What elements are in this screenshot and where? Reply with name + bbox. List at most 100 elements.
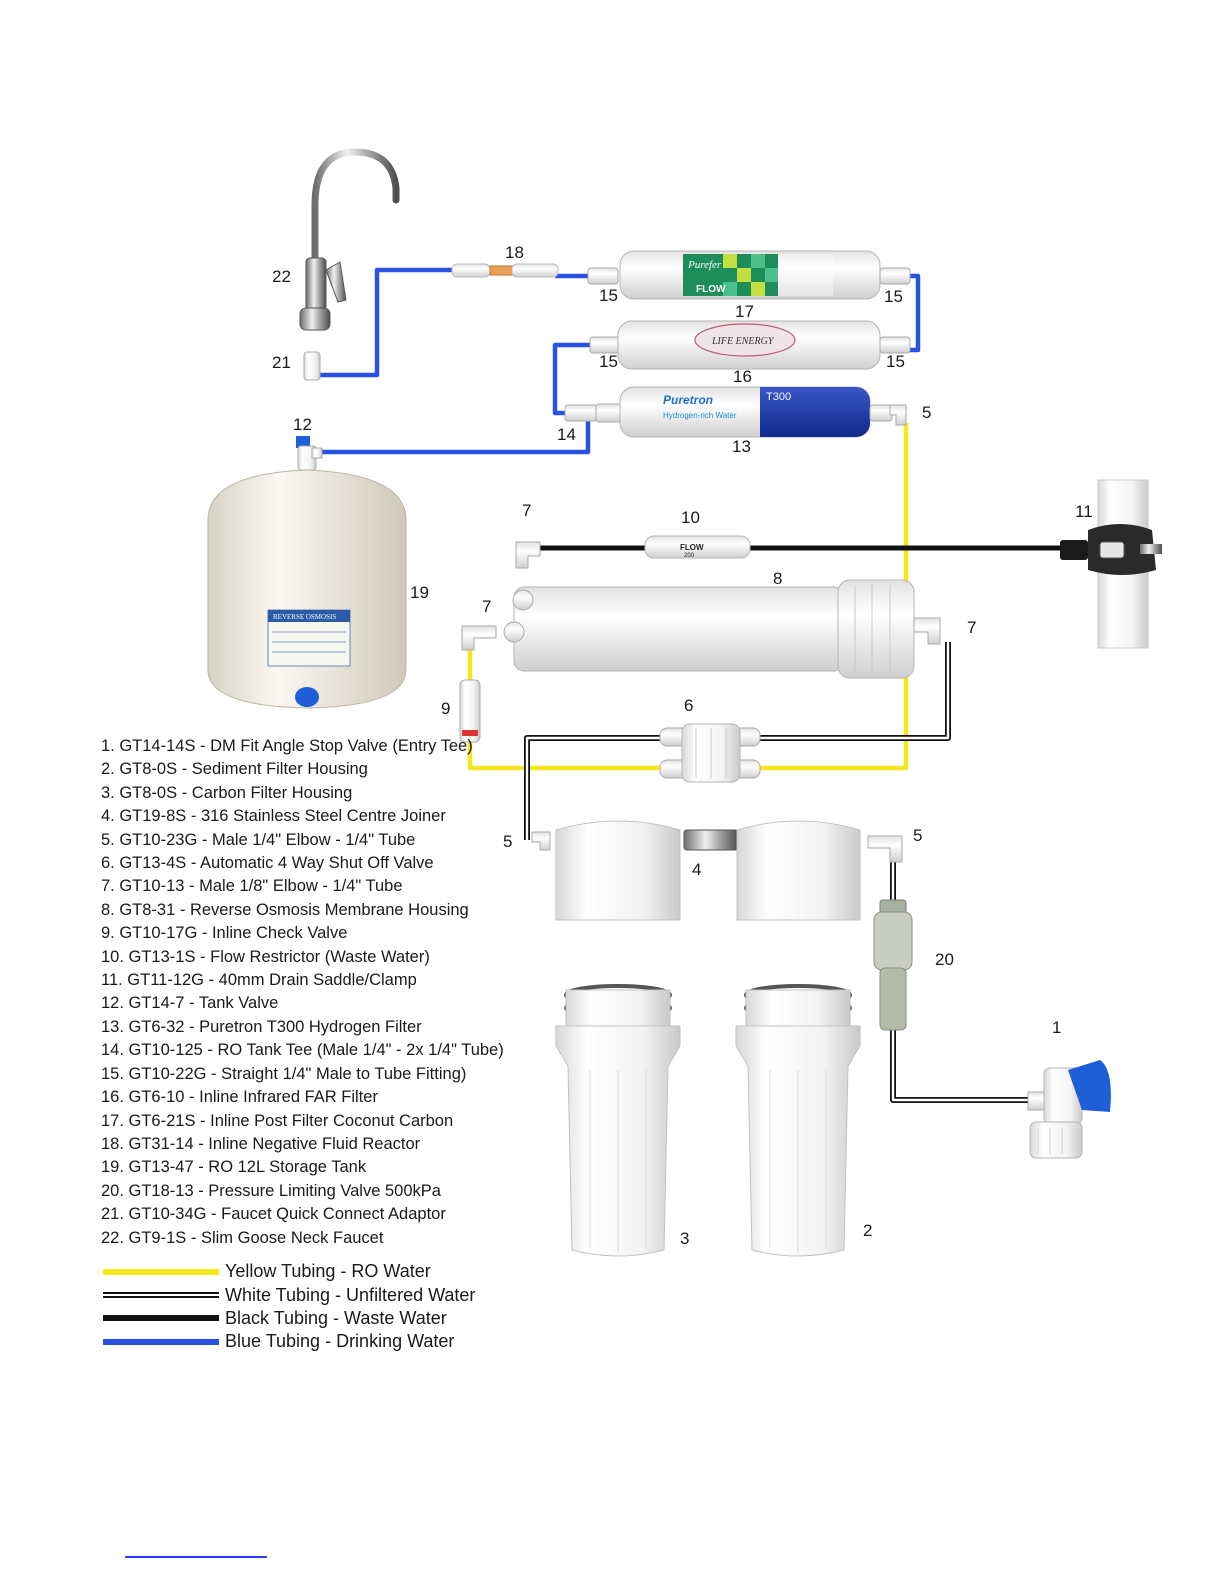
flow-restrictor: FLOW 200 <box>515 535 751 569</box>
tube-faucet-to-reactor <box>317 267 455 378</box>
tank-label: REVERSE OSMOSIS <box>273 613 336 621</box>
parts-list-item: 15. GT10-22G - Straight 1/4" Male to Tub… <box>101 1064 467 1083</box>
carbon-filter-housing <box>555 984 681 1257</box>
callout-13: 13 <box>732 437 751 456</box>
tube-filter16-to-tee <box>552 342 593 416</box>
legend-label: Black Tubing - Waste Water <box>225 1307 447 1328</box>
callout-7-a: 7 <box>522 501 531 520</box>
parts-list-item: 20. GT18-13 - Pressure Limiting Valve 50… <box>101 1181 441 1200</box>
legend-label: Blue Tubing - Drinking Water <box>225 1331 455 1352</box>
callout-14: 14 <box>557 425 576 444</box>
callout-20: 20 <box>935 950 954 969</box>
footer-link-rule <box>125 1556 267 1558</box>
filter-cap-right <box>736 820 903 921</box>
callout-21: 21 <box>272 353 291 372</box>
parts-list-item: 14. GT10-125 - RO Tank Tee (Male 1/4" - … <box>101 1041 504 1060</box>
callout-7-c: 7 <box>967 618 976 637</box>
elbow-5-right <box>867 835 903 863</box>
callout-17: 17 <box>735 302 754 321</box>
ro-storage-tank: REVERSE OSMOSIS <box>207 469 407 709</box>
restrictor-flow: FLOW <box>680 543 704 552</box>
callout-7-b: 7 <box>482 597 491 616</box>
elbow-7-left <box>461 625 497 651</box>
legend-swatch-black <box>103 1315 219 1322</box>
callout-2: 2 <box>863 1221 872 1240</box>
parts-list-item: 16. GT6-10 - Inline Infrared FAR Filter <box>101 1088 378 1107</box>
angle-stop-valve <box>1027 1060 1111 1159</box>
callout-6: 6 <box>684 696 693 715</box>
parts-list-item: 22. GT9-1S - Slim Goose Neck Faucet <box>101 1228 384 1247</box>
sediment-filter-housing <box>735 984 861 1257</box>
tube-tee-to-tank <box>320 420 591 455</box>
filter17-brand: Purefer <box>687 259 722 271</box>
parts-list: 1. GT14-14S - DM Fit Angle Stop Valve (E… <box>101 735 504 1250</box>
tube-checkvalve-to-shutoff <box>467 635 665 771</box>
parts-list-item: 8. GT8-31 - Reverse Osmosis Membrane Hou… <box>101 900 469 919</box>
tank-valve <box>296 436 323 471</box>
parts-list-item: 12. GT14-7 - Tank Valve <box>101 994 279 1013</box>
legend-item-yellow: Yellow Tubing - RO Water <box>103 1260 475 1283</box>
parts-list-item: 11. GT11-12G - 40mm Drain Saddle/Clamp <box>101 971 417 990</box>
callout-15-c: 15 <box>599 352 618 371</box>
callout-22: 22 <box>272 267 291 286</box>
hydrogen-filter-13: Puretron Hydrogen-rich Water T300 <box>564 386 907 438</box>
parts-list-item: 9. GT10-17G - Inline Check Valve <box>101 924 348 943</box>
legend-swatch-white <box>103 1292 219 1299</box>
parts-list-item: 4. GT19-8S - 316 Stainless Steel Centre … <box>101 807 446 826</box>
inline-infrared-filter-16: LIFE ENERGY <box>589 320 911 370</box>
filter13-brand: Puretron <box>663 393 713 407</box>
legend-label: Yellow Tubing - RO Water <box>225 1261 431 1282</box>
parts-list-item: 21. GT10-34G - Faucet Quick Connect Adap… <box>101 1205 446 1224</box>
elbow-5-left <box>531 831 551 851</box>
legend-item-black: Black Tubing - Waste Water <box>103 1307 475 1330</box>
parts-list-item: 18. GT31-14 - Inline Negative Fluid Reac… <box>101 1134 421 1153</box>
callout-5-right: 5 <box>913 826 922 845</box>
callout-15-b: 15 <box>884 287 903 306</box>
legend-swatch-yellow <box>103 1268 219 1275</box>
parts-list-item: 7. GT10-13 - Male 1/8" Elbow - 1/4" Tube <box>101 877 403 896</box>
legend-item-white: White Tubing - Unfiltered Water <box>103 1283 475 1306</box>
pressure-limiting-valve <box>873 899 913 1031</box>
drain-saddle-clamp <box>1060 479 1162 649</box>
restrictor-rate: 200 <box>684 553 695 559</box>
inline-negative-fluid-reactor <box>451 263 559 278</box>
legend-item-blue: Blue Tubing - Drinking Water <box>103 1330 475 1353</box>
callout-18: 18 <box>505 243 524 262</box>
stainless-centre-joiner <box>683 829 739 851</box>
parts-list-item: 17. GT6-21S - Inline Post Filter Coconut… <box>101 1111 454 1130</box>
ro-membrane-housing <box>461 579 941 679</box>
filter13-model: T300 <box>766 391 791 403</box>
parts-list-item: 3. GT8-0S - Carbon Filter Housing <box>101 783 353 802</box>
filter16-label: LIFE ENERGY <box>711 336 775 347</box>
inline-post-filter-17: Purefer FLOW <box>587 250 911 300</box>
faucet-quick-connect-adaptor <box>303 351 321 381</box>
callout-4: 4 <box>692 860 701 879</box>
elbow-5-top <box>889 404 907 426</box>
filter-cap-left <box>531 820 681 921</box>
callout-3: 3 <box>680 1229 689 1248</box>
callout-16: 16 <box>733 367 752 386</box>
ro-tank-tee <box>564 404 598 422</box>
elbow-7-upper <box>515 541 541 569</box>
inline-check-valve <box>459 679 481 743</box>
parts-list-item: 10. GT13-1S - Flow Restrictor (Waste Wat… <box>101 947 430 966</box>
filter17-flow: FLOW <box>696 284 726 295</box>
callout-15-a: 15 <box>599 286 618 305</box>
parts-list-item: 13. GT6-32 - Puretron T300 Hydrogen Filt… <box>101 1017 422 1036</box>
parts-list-item: 19. GT13-47 - RO 12L Storage Tank <box>101 1158 367 1177</box>
elbow-7-right <box>913 617 941 645</box>
callout-8: 8 <box>773 569 782 588</box>
callout-5-top: 5 <box>922 403 931 422</box>
ro-water-tubing <box>467 423 909 771</box>
parts-list-item: 2. GT8-0S - Sediment Filter Housing <box>101 760 368 779</box>
parts-list-item: 5. GT10-23G - Male 1/4" Elbow - 1/4" Tub… <box>101 830 416 849</box>
callout-5-left: 5 <box>503 832 512 851</box>
tubing-legend: Yellow Tubing - RO Water White Tubing - … <box>103 1260 475 1354</box>
tube-membrane-to-shutoff <box>755 672 909 771</box>
callout-15-d: 15 <box>886 352 905 371</box>
callout-numbers: 22 21 18 15 15 17 15 15 16 5 14 13 12 7 … <box>272 243 1093 1248</box>
callout-1: 1 <box>1052 1018 1061 1037</box>
parts-list-item: 1. GT14-14S - DM Fit Angle Stop Valve (E… <box>101 737 473 755</box>
automatic-shutoff-valve <box>659 723 761 783</box>
